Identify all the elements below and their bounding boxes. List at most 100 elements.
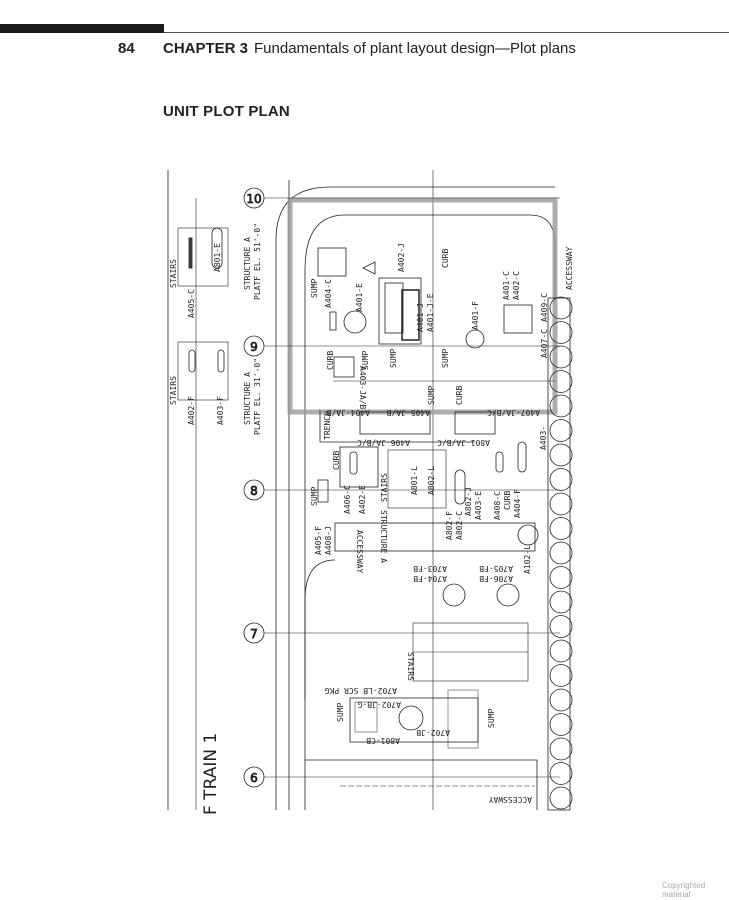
label: A705-FB [479, 564, 513, 573]
label: A406-JA/B/C [357, 438, 410, 447]
grid-label: 7 [250, 627, 258, 641]
header-bar [0, 24, 164, 33]
label: A405-C [187, 289, 196, 318]
label: SUMP [310, 487, 319, 506]
label: SUMP [336, 703, 345, 722]
vessel-a408c [495, 451, 504, 473]
road-curve-outer [275, 186, 555, 241]
grid-label: 10 [246, 192, 261, 206]
label: PLATF EL. 51'-0" [253, 223, 262, 300]
label: A802-J [464, 487, 473, 516]
accessway-mid [334, 522, 536, 552]
cell-circle [549, 664, 573, 687]
label: CURB [332, 451, 341, 470]
label: A801-CB [366, 736, 400, 745]
header-rule [164, 32, 729, 33]
label: A404-JA/B [326, 408, 370, 417]
curb-box-mid [339, 446, 379, 488]
label: A704-FB [413, 574, 447, 583]
grid-6: 6 [243, 766, 560, 788]
label: A402-F [187, 396, 196, 425]
label: A401-J [416, 303, 425, 332]
label: CURB [455, 386, 464, 405]
cell-circle [549, 443, 573, 467]
label: A801-JA/B/C [437, 438, 490, 447]
label: CURB [326, 351, 335, 370]
stairs-block [447, 689, 479, 749]
label: A802-L [427, 466, 436, 495]
label: A405-F [314, 526, 323, 555]
grid-10: 10 [243, 187, 560, 209]
pump-group-a406 [359, 411, 431, 435]
cell-circle [549, 370, 573, 393]
label: CURB [503, 491, 512, 510]
train-label: F TRAIN 1 [201, 733, 221, 815]
cell-circle [549, 786, 573, 810]
section-title: UNIT PLOT PLAN [163, 103, 290, 120]
road-curve-lower [304, 559, 336, 700]
label: SUMP [310, 279, 319, 298]
label: TRENCH [323, 411, 332, 440]
vessel-a401f [465, 329, 485, 349]
chapter-title: Fundamentals of plant layout design—Plot… [254, 40, 576, 57]
label: A404-C [324, 279, 333, 308]
grid-label: 6 [250, 771, 258, 785]
curb-box [333, 356, 355, 378]
label: STAIRS [169, 376, 178, 405]
cell-circle [549, 394, 573, 418]
cell-circle [549, 737, 573, 761]
label: STRUCTURE A [243, 237, 252, 290]
label: A801-L [410, 466, 419, 495]
pump-group-a801 [454, 411, 496, 435]
label: SUMP [389, 349, 398, 368]
vessel-a406c [349, 451, 358, 475]
vessel-a702jb [398, 705, 424, 731]
vessel-a102l [517, 524, 539, 546]
grid-label: 9 [250, 340, 258, 354]
cooling-tower-bank [547, 297, 571, 811]
cell-circle [549, 296, 573, 320]
copyright-notice: Copyrighted material [662, 881, 706, 899]
label: A702-JB [416, 728, 450, 737]
label: A702-JB-G [357, 700, 401, 709]
structure-a-mid [387, 449, 447, 509]
label: A702-LB SCR PKG [325, 686, 397, 695]
label: A408-C [493, 491, 502, 520]
grid-label: 8 [250, 484, 258, 498]
cooling-tower-cells [549, 296, 573, 810]
cell-circle [549, 468, 573, 491]
cell-circle [549, 590, 573, 614]
vessel-a402f [188, 349, 196, 373]
grid-7: 7 [243, 622, 560, 644]
cell-circle [549, 688, 573, 712]
label: A401-F [471, 301, 480, 330]
label: A802-F [445, 511, 454, 540]
label: A401-C [502, 271, 511, 300]
vessel-a404f [517, 441, 527, 473]
equipment-a401c [503, 304, 533, 334]
label: A408-J [324, 526, 333, 555]
cell-circle [549, 419, 573, 442]
exchanger-a401je [401, 289, 420, 341]
vessel-a802j [454, 469, 466, 505]
cell-circle [549, 321, 573, 344]
label: STRUCTURE A [243, 372, 252, 425]
cell-circle [549, 566, 573, 589]
structure-a-lower [177, 341, 229, 401]
label: A407-JA/B/C [487, 408, 540, 417]
cell-circle [549, 713, 573, 736]
label: A801-E [213, 243, 222, 272]
label: A409-C [540, 293, 549, 322]
vessel-a401e [343, 310, 367, 334]
label: ACCESSWAY [565, 246, 574, 290]
label: A102-L [523, 545, 532, 574]
vessel-a403f [217, 349, 225, 373]
warning-triangle-icon [362, 261, 376, 275]
label: ACCESSWAY [488, 795, 532, 804]
vessel-a801e [211, 227, 223, 269]
label: A402-J [397, 243, 406, 272]
label: STAIRS [380, 473, 389, 502]
sump-box [317, 247, 347, 277]
